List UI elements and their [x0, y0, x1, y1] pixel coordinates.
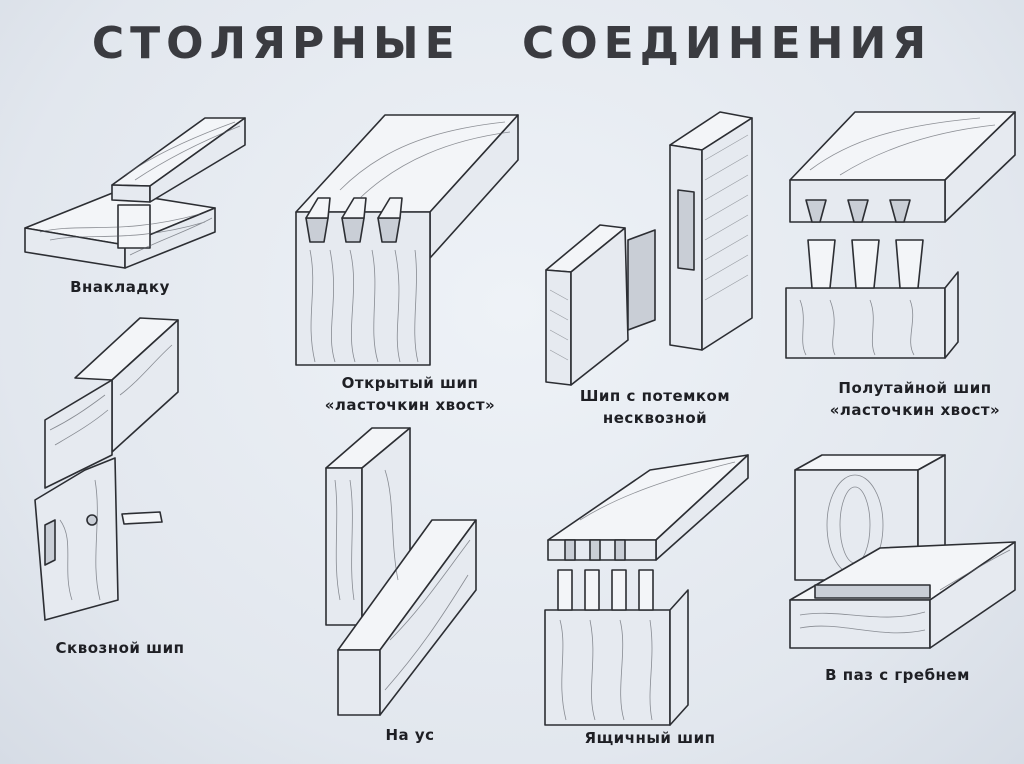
caption-half-blind-dovetail: Полутайной шип «ласточкин хвост»	[829, 379, 1001, 419]
caption-through-tenon: Сквозной шип	[55, 639, 185, 657]
half-blind-dovetail-joint-drawing	[785, 111, 1016, 359]
caption-open-dovetail: Открытый шип «ласточкин хвост»	[324, 374, 496, 414]
caption-miter: На ус	[385, 726, 435, 744]
blind-tenon-joint-drawing	[545, 111, 753, 386]
open-dovetail-joint-drawing	[295, 114, 519, 366]
caption-blind-tenon: Шип с потемком несквозной	[579, 387, 731, 427]
poster-title: СТОЛЯРНЫЕ СОЕДИНЕНИЯ	[91, 18, 933, 69]
caption-tongue-groove: В паз с гребнем	[825, 666, 970, 684]
miter-joint-drawing	[325, 427, 477, 716]
overlap-joint-drawing	[24, 117, 246, 269]
through-tenon-joint-drawing	[34, 317, 179, 621]
box-joint-drawing	[544, 454, 749, 726]
caption-box-joint: Ящичный шип	[584, 729, 716, 747]
tongue-groove-joint-drawing	[789, 454, 1016, 649]
caption-overlap: Внакладку	[70, 278, 170, 296]
